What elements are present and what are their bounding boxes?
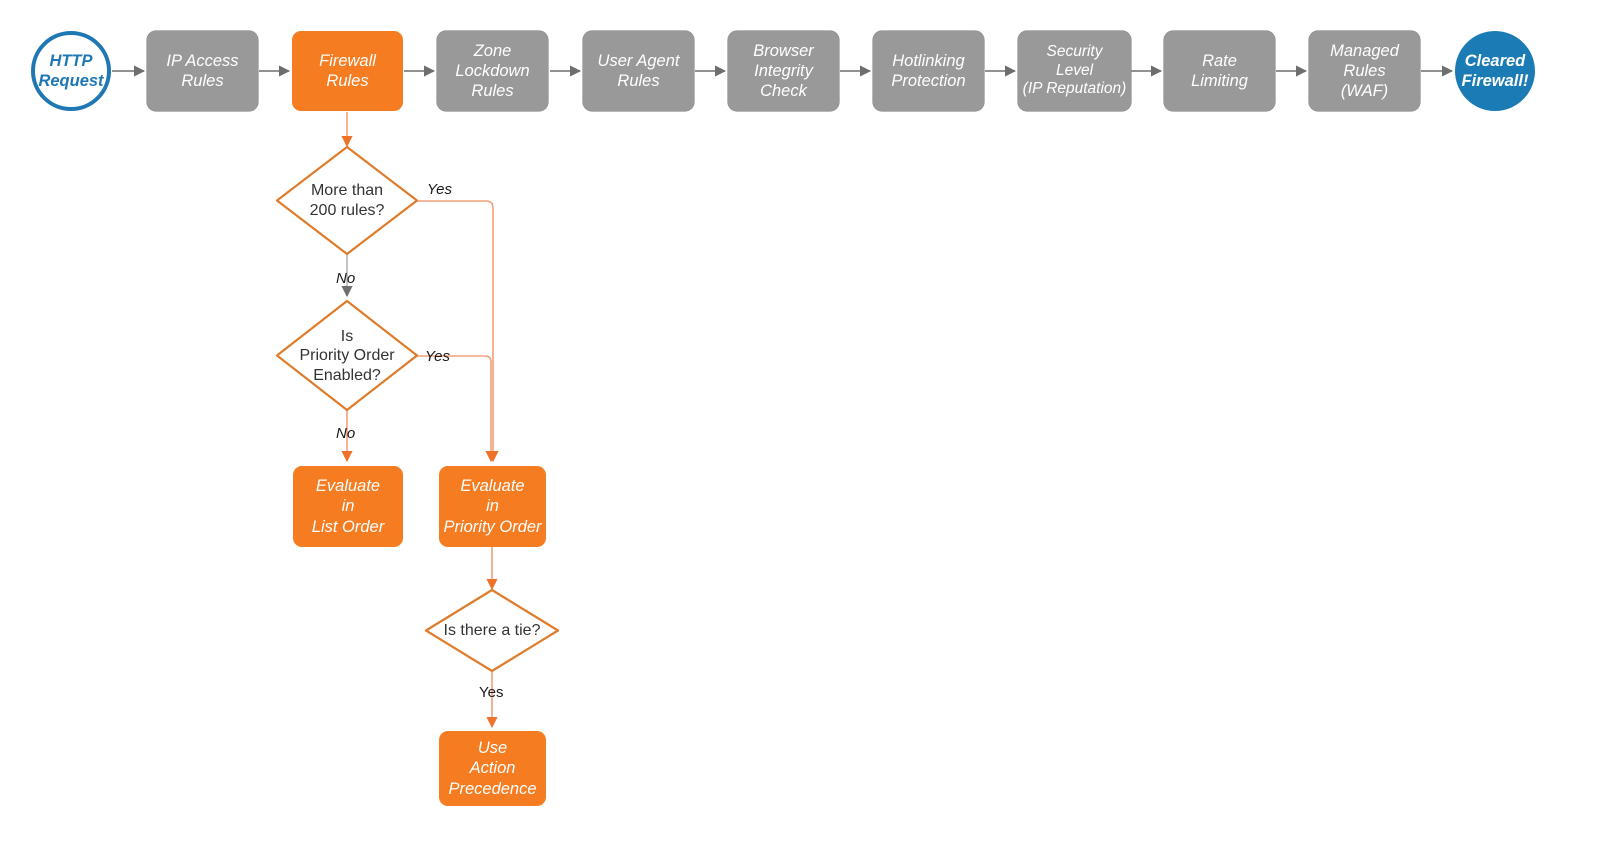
- node-rate-limiting[interactable]: Rate Limiting: [1164, 31, 1275, 111]
- node-zone-lockdown-rules[interactable]: Zone Lockdown Rules: [437, 31, 548, 111]
- node-browser-integrity-check[interactable]: Browser Integrity Check: [728, 31, 839, 111]
- node-user-agent-rules[interactable]: User Agent Rules: [583, 31, 694, 111]
- edge-label-yes-more-than-200: Yes: [427, 181, 453, 198]
- node-evaluate-in-priority-order[interactable]: Evaluate in Priority Order: [439, 466, 546, 547]
- edge-label-yes-is-there-a-tie: Yes: [479, 684, 504, 701]
- node-security-level-ip-reputation[interactable]: Security Level (IP Reputation): [1018, 31, 1131, 111]
- node-firewall-rules[interactable]: Firewall Rules: [292, 31, 403, 111]
- node-ip-access-rules[interactable]: IP Access Rules: [147, 31, 258, 111]
- node-managed-rules-waf[interactable]: Managed Rules (WAF): [1309, 31, 1420, 111]
- edge-label-no-priority-order: No: [336, 425, 356, 442]
- node-hotlinking-protection[interactable]: Hotlinking Protection: [873, 31, 984, 111]
- edge-priority-yes-to-priority-order-box: [416, 355, 497, 463]
- decision-more-than-200-rules-label[interactable]: More than 200 rules?: [309, 182, 385, 219]
- node-http-request[interactable]: HTTP Request: [31, 31, 111, 111]
- edge-label-yes-priority-order: Yes: [425, 348, 451, 365]
- edge-label-no-more-than-200: No: [336, 270, 356, 287]
- diamond-is-priority-order-enabled: [275, 299, 419, 412]
- diamond-more-than-200-rules: [275, 145, 419, 256]
- node-evaluate-in-list-order[interactable]: Evaluate in List Order: [293, 466, 403, 547]
- decision-is-there-a-tie-label[interactable]: Is there a tie?: [443, 622, 541, 640]
- edge-200-yes-to-priority-order-box: [416, 200, 499, 463]
- node-use-action-precedence[interactable]: Use Action Precedence: [439, 731, 546, 806]
- decision-is-priority-order-enabled-label[interactable]: Is Priority Order Enabled?: [299, 327, 395, 384]
- diamond-is-there-a-tie: [424, 588, 560, 673]
- node-cleared-firewall[interactable]: Cleared Firewall!: [1455, 31, 1535, 111]
